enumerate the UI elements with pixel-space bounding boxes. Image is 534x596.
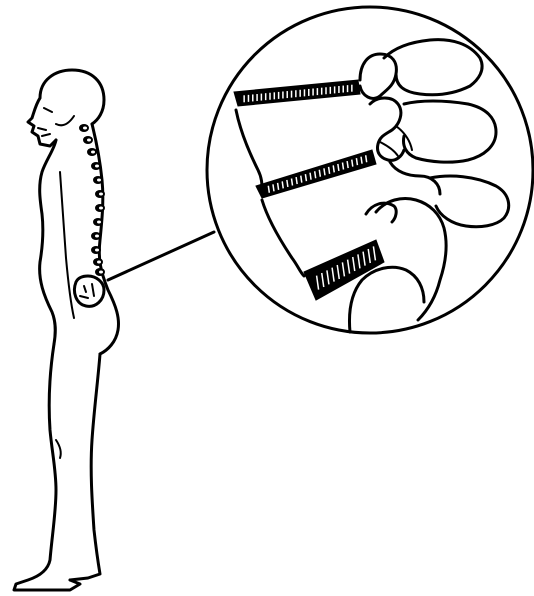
- disc-hatch: [305, 174, 306, 181]
- disc-hatch: [366, 155, 367, 162]
- figure-vertebra-highlight: [97, 261, 101, 264]
- vertebral-body-lower: [262, 200, 304, 276]
- figure-vertebra-highlight: [87, 139, 91, 142]
- disc-hatch: [296, 177, 297, 184]
- front-leg: [14, 344, 80, 590]
- figure-vertebra-highlight: [99, 207, 103, 210]
- connector-line: [108, 232, 214, 280]
- disc-hatch: [282, 181, 283, 188]
- sacrum-detail: [80, 284, 94, 298]
- figure-vertebra-highlight: [91, 151, 95, 154]
- figure-vertebra-highlight: [97, 179, 101, 182]
- facet-upper: [360, 54, 396, 98]
- disc-hatch: [278, 183, 279, 190]
- figure-spine: [79, 124, 105, 276]
- sacrum-magnified: [376, 199, 446, 321]
- disc-hatch: [329, 167, 330, 174]
- knee-detail: [56, 440, 61, 458]
- disc-hatch: [352, 160, 353, 167]
- figure-vertebra-highlight: [83, 127, 87, 130]
- back-leg: [70, 354, 100, 580]
- disc-hatch: [356, 158, 357, 165]
- disc-lower: [304, 240, 384, 300]
- disc-middle: [256, 150, 376, 198]
- disc-hatch: [268, 186, 269, 193]
- figure-vertebra-highlight: [95, 235, 99, 238]
- disc-hatch: [273, 184, 274, 191]
- disc-hatch: [361, 157, 362, 164]
- disc-hatch: [347, 161, 348, 168]
- figure-vertebra-highlight: [95, 249, 99, 252]
- disc-hatch: [319, 170, 320, 177]
- skull: [28, 70, 104, 146]
- vertebral-body-upper: [236, 110, 262, 190]
- disc-hatch: [292, 179, 293, 186]
- disc-upper: [234, 80, 360, 106]
- disc-hatch: [310, 173, 311, 180]
- figure-vertebra-highlight: [97, 221, 101, 224]
- arm: [60, 172, 74, 318]
- disc-hatch: [315, 171, 316, 178]
- spinous-process-upper: [384, 40, 482, 95]
- disc-hatch: [338, 164, 339, 171]
- spinous-process-middle: [404, 101, 497, 162]
- disc-hatch: [343, 163, 344, 170]
- figure-vertebra-highlight: [99, 193, 103, 196]
- disc-hatch: [333, 165, 334, 172]
- face-detail: [38, 108, 74, 136]
- pelvis-curve: [350, 267, 425, 332]
- human-figure: [14, 70, 119, 590]
- figure-vertebra-highlight: [95, 165, 99, 168]
- front-torso: [40, 140, 56, 344]
- sacrum: [74, 276, 104, 306]
- disc-hatch: [324, 168, 325, 175]
- figure-vertebra-highlight: [99, 271, 103, 274]
- disc-hatch: [287, 180, 288, 187]
- disc-hatch: [301, 176, 302, 183]
